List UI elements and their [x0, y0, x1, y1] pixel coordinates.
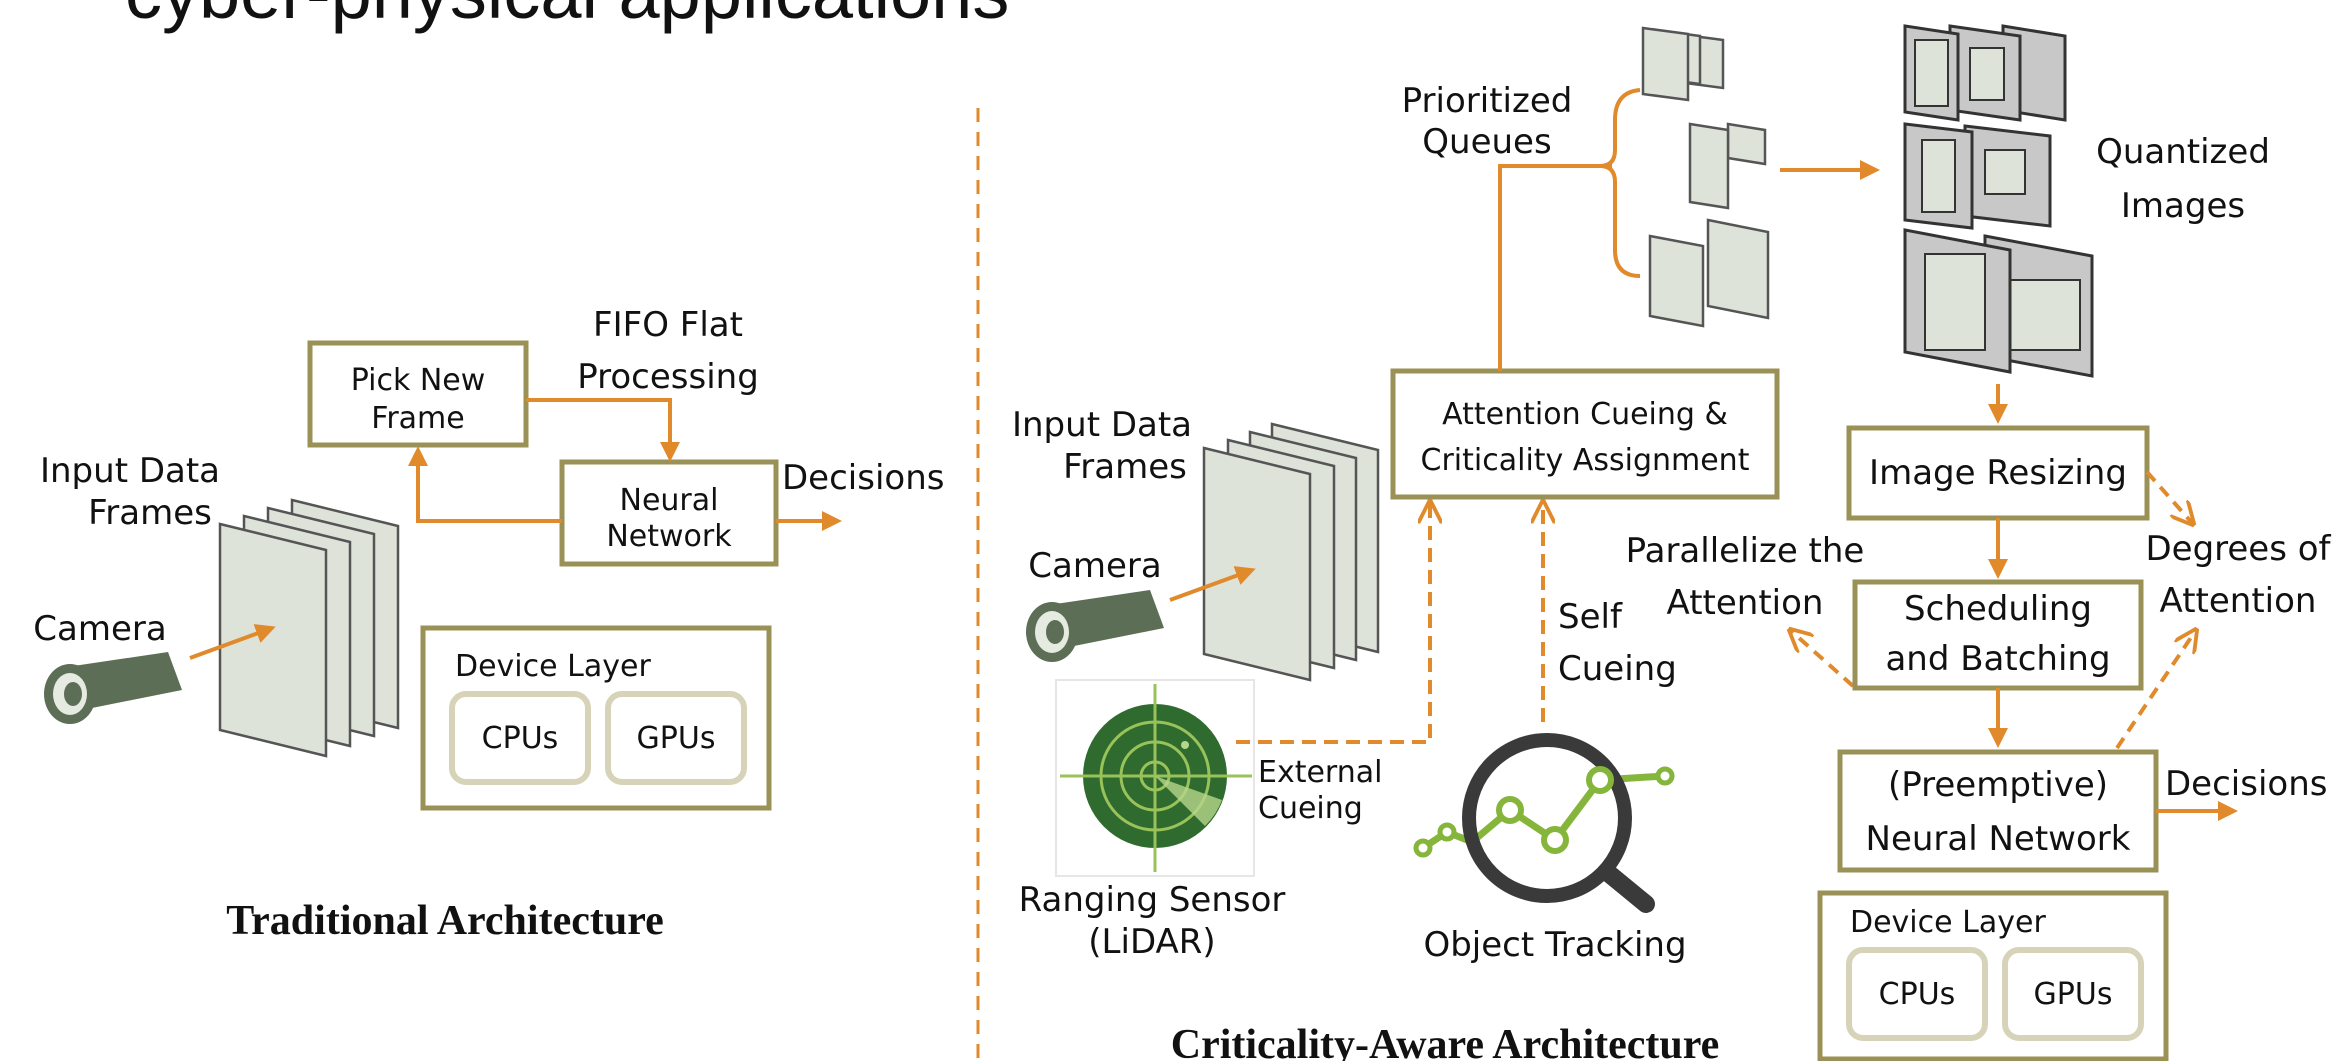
queues-brace [1599, 88, 1641, 278]
fifo-label-1: FIFO Flat [593, 305, 743, 345]
traditional-architecture: Pick New Frame FIFO Flat Processing Neur… [33, 305, 944, 944]
external-cueing-arrow [1236, 502, 1430, 744]
neural-network-label-2: Network [606, 519, 732, 554]
parallelize-label-2: Attention [1667, 583, 1824, 623]
slide-title: cyber-physical applications [125, 0, 1009, 34]
attention-cueing-box [1390, 368, 1780, 500]
traditional-cpus-box [449, 691, 591, 785]
camera-to-frames-arrow-right [1169, 566, 1256, 602]
ranging-sensor-label-2: (LiDAR) [1088, 922, 1215, 962]
scheduling-label-1: Scheduling [1904, 589, 2092, 629]
prioritized-queues-label-2: Queues [1422, 122, 1551, 162]
traditional-input-frames-stack [218, 498, 400, 758]
external-cueing-label-2: Cueing [1258, 791, 1363, 826]
criticality-cpus-label: CPUs [1879, 977, 1956, 1012]
traditional-input-frames-label-1: Input Data [40, 451, 220, 491]
quantized-images [1903, 24, 2094, 378]
traditional-input-frames-label-2: Frames [88, 493, 212, 533]
pick-new-frame-label-2: Frame [371, 401, 464, 436]
criticality-decisions-label: Decisions [2165, 764, 2327, 804]
self-cueing-label-1: Self [1558, 597, 1623, 637]
criticality-cpus-box [1846, 947, 1988, 1041]
traditional-camera-icon [44, 652, 182, 724]
attention-cueing-label-1: Attention Cueing & [1442, 397, 1728, 432]
pick-new-frame-box [307, 340, 529, 448]
preemptive-nn-label-2: Neural Network [1866, 819, 2131, 859]
parallelize-arrow [1790, 630, 1855, 688]
traditional-cpus-label: CPUs [482, 721, 559, 756]
scheduling-label-2: and Batching [1885, 639, 2110, 679]
criticality-camera-icon [1026, 590, 1164, 662]
criticality-device-layer-label: Device Layer [1850, 905, 2046, 940]
object-tracking-label: Object Tracking [1423, 925, 1686, 965]
quantized-images-label-2: Images [2121, 186, 2245, 226]
attention-cueing-label-2: Criticality Assignment [1421, 443, 1750, 478]
criticality-camera-label: Camera [1028, 546, 1161, 586]
neural-network-box [559, 459, 779, 567]
traditional-gpus-box [605, 691, 747, 785]
traditional-device-layer-label: Device Layer [455, 649, 651, 684]
degrees-label-2: Attention [2160, 581, 2317, 621]
queue-frames [1641, 26, 1770, 328]
self-cueing-label-2: Cueing [1558, 649, 1677, 689]
preemptive-nn-label-1: (Preemptive) [1888, 765, 2108, 805]
radar-icon [1055, 679, 1255, 877]
object-tracking-icon [1413, 733, 1675, 913]
traditional-gpus-label: GPUs [637, 721, 716, 756]
criticality-input-frames-label-1: Input Data [1012, 405, 1192, 445]
scheduling-box [1852, 579, 2144, 691]
criticality-architecture: Prioritized Queues [1012, 24, 2332, 1061]
criticality-gpus-box [2002, 947, 2144, 1041]
traditional-heading: Traditional Architecture [226, 898, 663, 944]
traditional-camera-label: Camera [33, 609, 166, 649]
arrow-to-neural-network [526, 398, 680, 462]
degrees-label-1: Degrees of [2145, 529, 2331, 569]
criticality-heading: Criticality-Aware Architecture [1171, 1022, 1720, 1061]
image-resizing-label: Image Resizing [1869, 453, 2127, 493]
fifo-label-2: Processing [577, 357, 759, 397]
quantized-images-label-1: Quantized [2096, 132, 2270, 172]
prioritized-queues-label-1: Prioritized [1402, 81, 1573, 121]
parallelize-label-1: Parallelize the [1626, 531, 1865, 571]
criticality-input-frames-stack [1202, 422, 1380, 682]
criticality-input-frames-label-2: Frames [1063, 447, 1187, 487]
external-cueing-label-1: External [1258, 755, 1382, 790]
camera-to-frames-arrow [189, 624, 276, 660]
ranging-sensor-label-1: Ranging Sensor [1019, 880, 1286, 920]
traditional-decisions-label: Decisions [782, 458, 944, 498]
criticality-gpus-label: GPUs [2034, 977, 2113, 1012]
cueing-to-queues-arrow [1498, 164, 1612, 371]
degrees-arrow-top [2145, 470, 2193, 524]
pick-new-frame-label-1: Pick New [351, 363, 486, 398]
arrow-to-pick-frame [408, 446, 562, 523]
degrees-arrow-bottom [2115, 630, 2196, 750]
preemptive-nn-box [1837, 749, 2159, 873]
neural-network-label-1: Neural [620, 483, 719, 518]
